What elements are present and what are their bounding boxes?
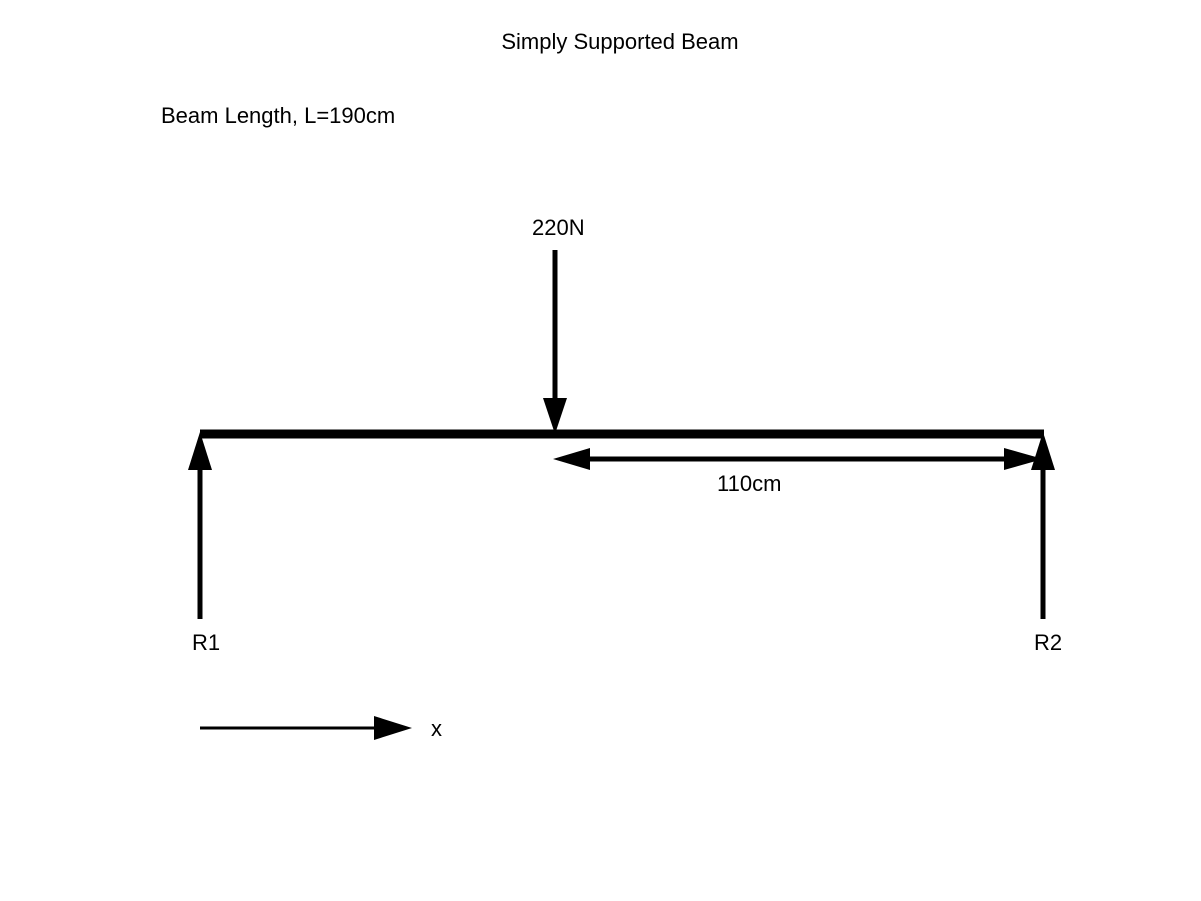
reaction-r1-arrow — [188, 432, 212, 619]
diagram-title: Simply Supported Beam — [501, 29, 739, 54]
load-label: 220N — [532, 215, 585, 240]
dimension-arrow — [553, 448, 1043, 470]
beam-length-label: Beam Length, L=190cm — [161, 103, 396, 128]
reaction-r2-label: R2 — [1034, 630, 1063, 655]
x-axis-label: x — [431, 716, 442, 741]
x-axis-arrow — [200, 716, 412, 740]
point-load-arrow — [543, 250, 567, 434]
dimension-label: 110cm — [717, 471, 782, 496]
reaction-r1-label: R1 — [192, 630, 221, 655]
